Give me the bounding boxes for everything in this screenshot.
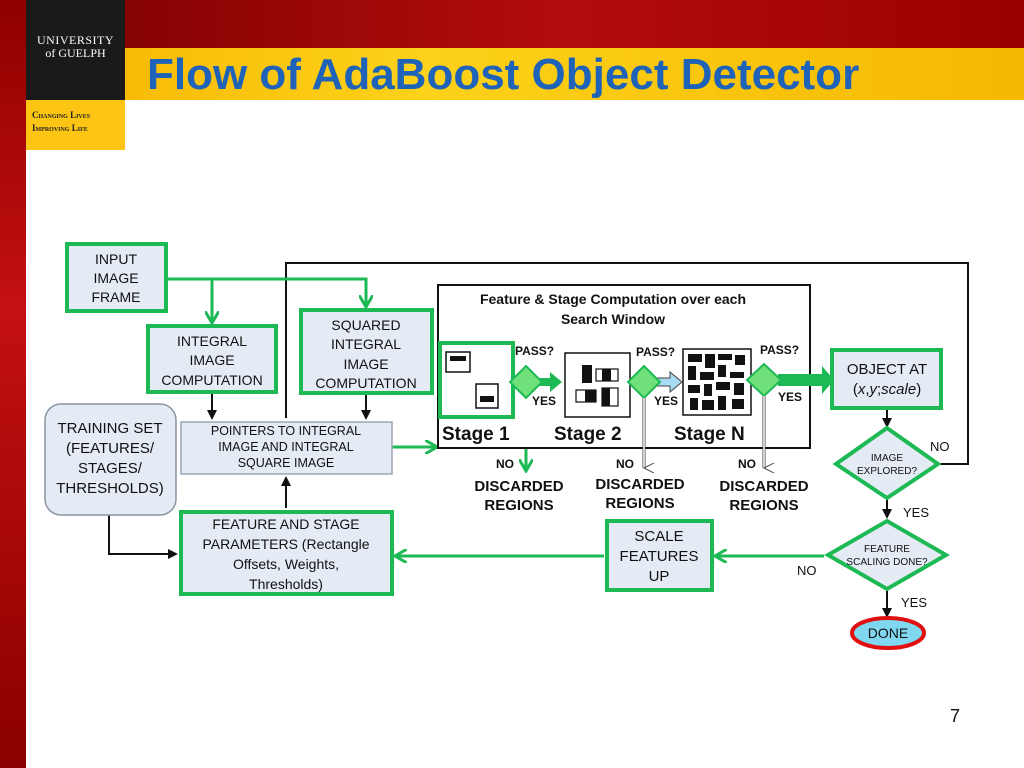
stage-2-haar-features-icon: [575, 365, 619, 407]
feature-scaling-line-1: FEATURE: [864, 544, 910, 555]
integral-line-3: COMPUTATION: [161, 372, 262, 388]
pointers-line-2: IMAGE AND INTEGRAL: [218, 440, 353, 454]
stage-1-label: Stage 1: [442, 424, 510, 445]
pass-label-n: PASS?: [760, 343, 799, 357]
no-label-n: NO: [738, 457, 756, 471]
slide-title: Flow of AdaBoost Object Detector: [147, 50, 860, 99]
logo-text-university: UNIVERSITY: [37, 33, 114, 47]
input-image-frame-box: [65, 242, 168, 313]
done-label: DONE: [868, 625, 908, 641]
image-explored-diamond: [832, 425, 942, 501]
stage-n-haar-features-icon: [688, 354, 745, 410]
motto-box: Changing Lives Improving Life: [26, 100, 125, 150]
page-number: 7: [950, 706, 961, 726]
logo-text-guelph: of GUELPH: [45, 46, 106, 60]
squared-line-3: IMAGE: [343, 356, 388, 372]
done-terminal: [850, 616, 926, 650]
training-set-box: [44, 403, 177, 516]
integral-line-2: IMAGE: [189, 352, 234, 368]
stage-2-label: Stage 2: [554, 424, 622, 445]
pass-diamond-1: [508, 364, 544, 400]
input-line-1: INPUT: [95, 251, 137, 267]
training-line-2: (FEATURES/: [66, 440, 155, 457]
image-explored-line-2: EXPLORED?: [857, 466, 917, 477]
left-red-band: [0, 0, 26, 768]
object-at-close: ): [916, 381, 921, 398]
object-at-sep1: ,: [865, 381, 869, 398]
training-line-3: STAGES/: [78, 460, 143, 477]
training-line-1: TRAINING SET: [57, 420, 162, 437]
scale-features-up-box: [605, 519, 714, 592]
discarded-label-n-line-2: REGIONS: [729, 497, 798, 514]
feature-scaling-done-diamond: [823, 518, 951, 592]
stage-arrow-2: [656, 370, 683, 394]
top-red-band: [0, 0, 1024, 48]
integral-image-box: [146, 324, 278, 394]
pass-label-2: PASS?: [636, 345, 675, 359]
object-at-box: [830, 348, 943, 410]
gold-title-band: [26, 48, 1024, 100]
object-at-sep2: ;: [877, 381, 881, 398]
scale-line-1: SCALE: [634, 528, 683, 545]
params-line-2: PARAMETERS (Rectangle: [202, 536, 369, 552]
input-line-2: IMAGE: [93, 270, 138, 286]
university-logo: UNIVERSITY of GUELPH: [26, 0, 125, 100]
haar-bar-icon: [450, 356, 466, 361]
params-line-4: Thresholds): [249, 576, 323, 592]
no-label-1: NO: [496, 457, 514, 471]
stage-n-label: Stage N: [674, 424, 745, 445]
scale-line-3: UP: [649, 568, 670, 585]
params-line-1: FEATURE AND STAGE: [212, 516, 359, 532]
feature-stage-parameters-box: [179, 510, 394, 596]
yes-label-2: YES: [654, 394, 678, 408]
feature-scaling-yes-label: YES: [901, 595, 927, 610]
object-at-line-2: (x,y;scale): [853, 381, 921, 398]
motto-line-1: Changing Lives: [32, 110, 91, 120]
squared-line-2: INTEGRAL: [331, 336, 401, 352]
object-at-line-1: OBJECT AT: [847, 361, 927, 378]
feature-scaling-no-label: NO: [797, 563, 817, 578]
stage-arrow-1: [539, 372, 562, 392]
discarded-label-1-line-1: DISCARDED: [474, 478, 563, 495]
stage-panel-title-line-1: Feature & Stage Computation over each: [480, 291, 746, 307]
squared-integral-image-box: [299, 308, 434, 395]
object-at-open: (: [853, 381, 858, 398]
pointers-line-3: SQUARE IMAGE: [238, 456, 335, 470]
discarded-label-n-line-1: DISCARDED: [719, 478, 808, 495]
haar-bar-icon: [480, 396, 494, 402]
training-line-4: THRESHOLDS): [56, 480, 164, 497]
discarded-label-2-line-1: DISCARDED: [595, 476, 684, 493]
pointers-box: [180, 421, 393, 475]
pointers-line-1: POINTERS TO INTEGRAL: [211, 424, 361, 438]
input-line-3: FRAME: [92, 289, 141, 305]
stage-panel-title-line-2: Search Window: [561, 311, 665, 327]
yes-label-n: YES: [778, 390, 802, 404]
image-explored-line-1: IMAGE: [871, 453, 904, 464]
discarded-label-1-line-2: REGIONS: [484, 497, 553, 514]
image-explored-yes-label: YES: [903, 505, 929, 520]
params-line-3: Offsets, Weights,: [233, 556, 339, 572]
image-explored-no-label: NO: [930, 439, 950, 454]
motto-line-2: Improving Life: [32, 123, 88, 133]
integral-line-1: INTEGRAL: [177, 333, 247, 349]
stage-arrow-n: [778, 366, 834, 394]
squared-line-4: COMPUTATION: [315, 375, 416, 391]
object-at-x: x: [857, 381, 866, 398]
pass-label-1: PASS?: [515, 344, 554, 358]
object-at-scale: scale: [881, 381, 916, 398]
no-label-2: NO: [616, 457, 634, 471]
discarded-label-2-line-2: REGIONS: [605, 495, 674, 512]
black-connectors: [108, 262, 969, 618]
yes-label-1: YES: [532, 394, 556, 408]
squared-line-1: SQUARED: [331, 317, 400, 333]
scale-line-2: FEATURES: [620, 548, 699, 565]
feature-scaling-line-2: SCALING DONE?: [846, 557, 928, 568]
haar-feature-icon: [445, 351, 471, 373]
stage-2-box: [564, 352, 631, 418]
object-at-y: y: [868, 381, 878, 398]
